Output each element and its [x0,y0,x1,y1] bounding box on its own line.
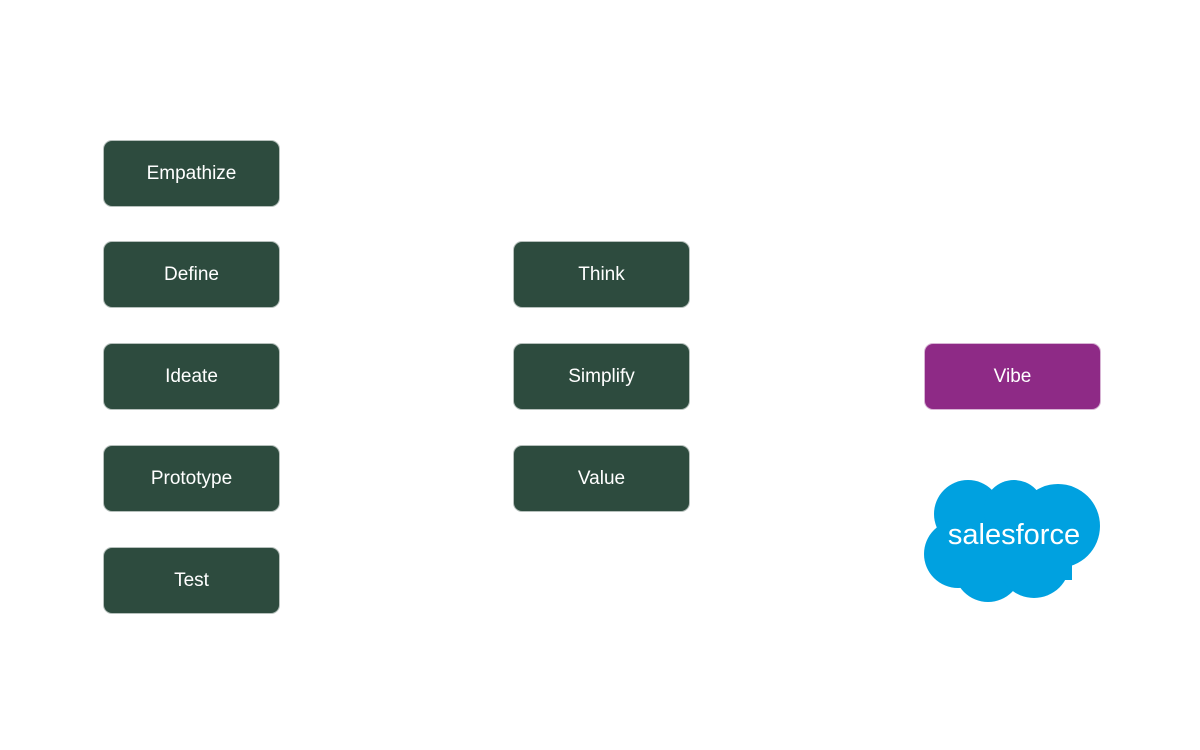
box-label: Test [174,569,209,591]
logo-text: salesforce [948,519,1080,551]
box-label: Vibe [993,365,1032,387]
box-simplify: Simplify [514,344,689,409]
box-prototype: Prototype [104,446,279,511]
box-define: Define [104,242,279,307]
box-vibe: Vibe [925,344,1100,409]
salesforce-logo: salesforce [922,476,1102,604]
box-empathize: Empathize [104,141,279,206]
box-label: Simplify [568,365,635,387]
box-test: Test [104,548,279,613]
box-value: Value [514,446,689,511]
box-label: Think [578,263,625,285]
ghost-placeholder [925,242,1100,307]
box-label: Ideate [165,365,218,387]
box-ideate: Ideate [104,344,279,409]
box-think: Think [514,242,689,307]
salesforce-cloud-icon: salesforce [924,480,1100,602]
box-label: Define [164,263,219,285]
box-label: Value [577,467,626,489]
box-label: Empathize [146,162,237,184]
box-label: Prototype [150,467,233,489]
